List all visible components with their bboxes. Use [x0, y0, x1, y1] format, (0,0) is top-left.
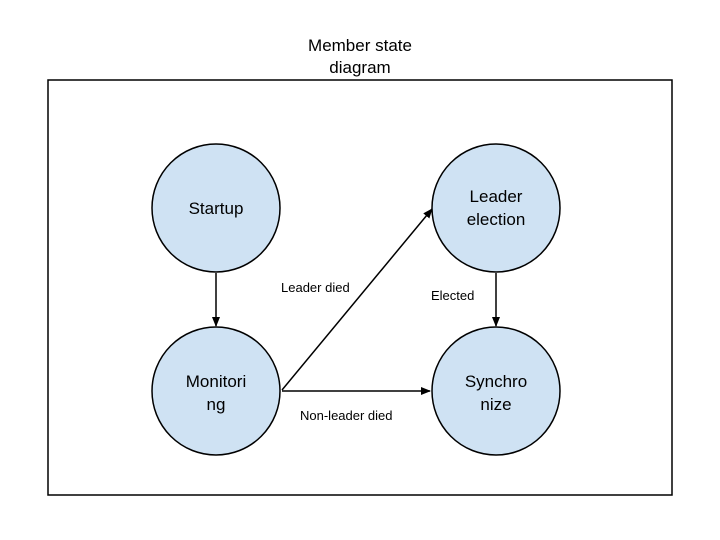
node-startup-label: Startup [189, 199, 244, 218]
node-monitoring-label-line-2: ng [207, 395, 226, 414]
diagram-frame [47, 79, 673, 496]
edge-monitoring-to-leader-election [281, 208, 433, 391]
diagram-title-line-1: Member state [308, 36, 412, 55]
node-leader-election-circle [431, 143, 561, 273]
diagram-title-line-2: diagram [329, 58, 390, 77]
edge-label-leader-died: Leader died [281, 280, 350, 295]
node-startup-circle [151, 143, 281, 273]
node-monitoring: Monitori ng [151, 326, 281, 456]
node-leader-election-label-line-1: Leader [470, 187, 523, 206]
node-leader-election-label-line-2: election [467, 210, 526, 229]
edge-label-non-leader-died: Non-leader died [300, 408, 393, 423]
node-synchronize-label-line-1: Synchro [465, 372, 527, 391]
node-monitoring-circle [151, 326, 281, 456]
node-synchronize-label-line-2: nize [480, 395, 511, 414]
node-leader-election: Leader election [431, 143, 561, 273]
node-startup: Startup [151, 143, 281, 273]
node-synchronize: Synchro nize [431, 326, 561, 456]
node-synchronize-circle [431, 326, 561, 456]
edge-label-elected: Elected [431, 288, 474, 303]
node-monitoring-label-line-1: Monitori [186, 372, 246, 391]
